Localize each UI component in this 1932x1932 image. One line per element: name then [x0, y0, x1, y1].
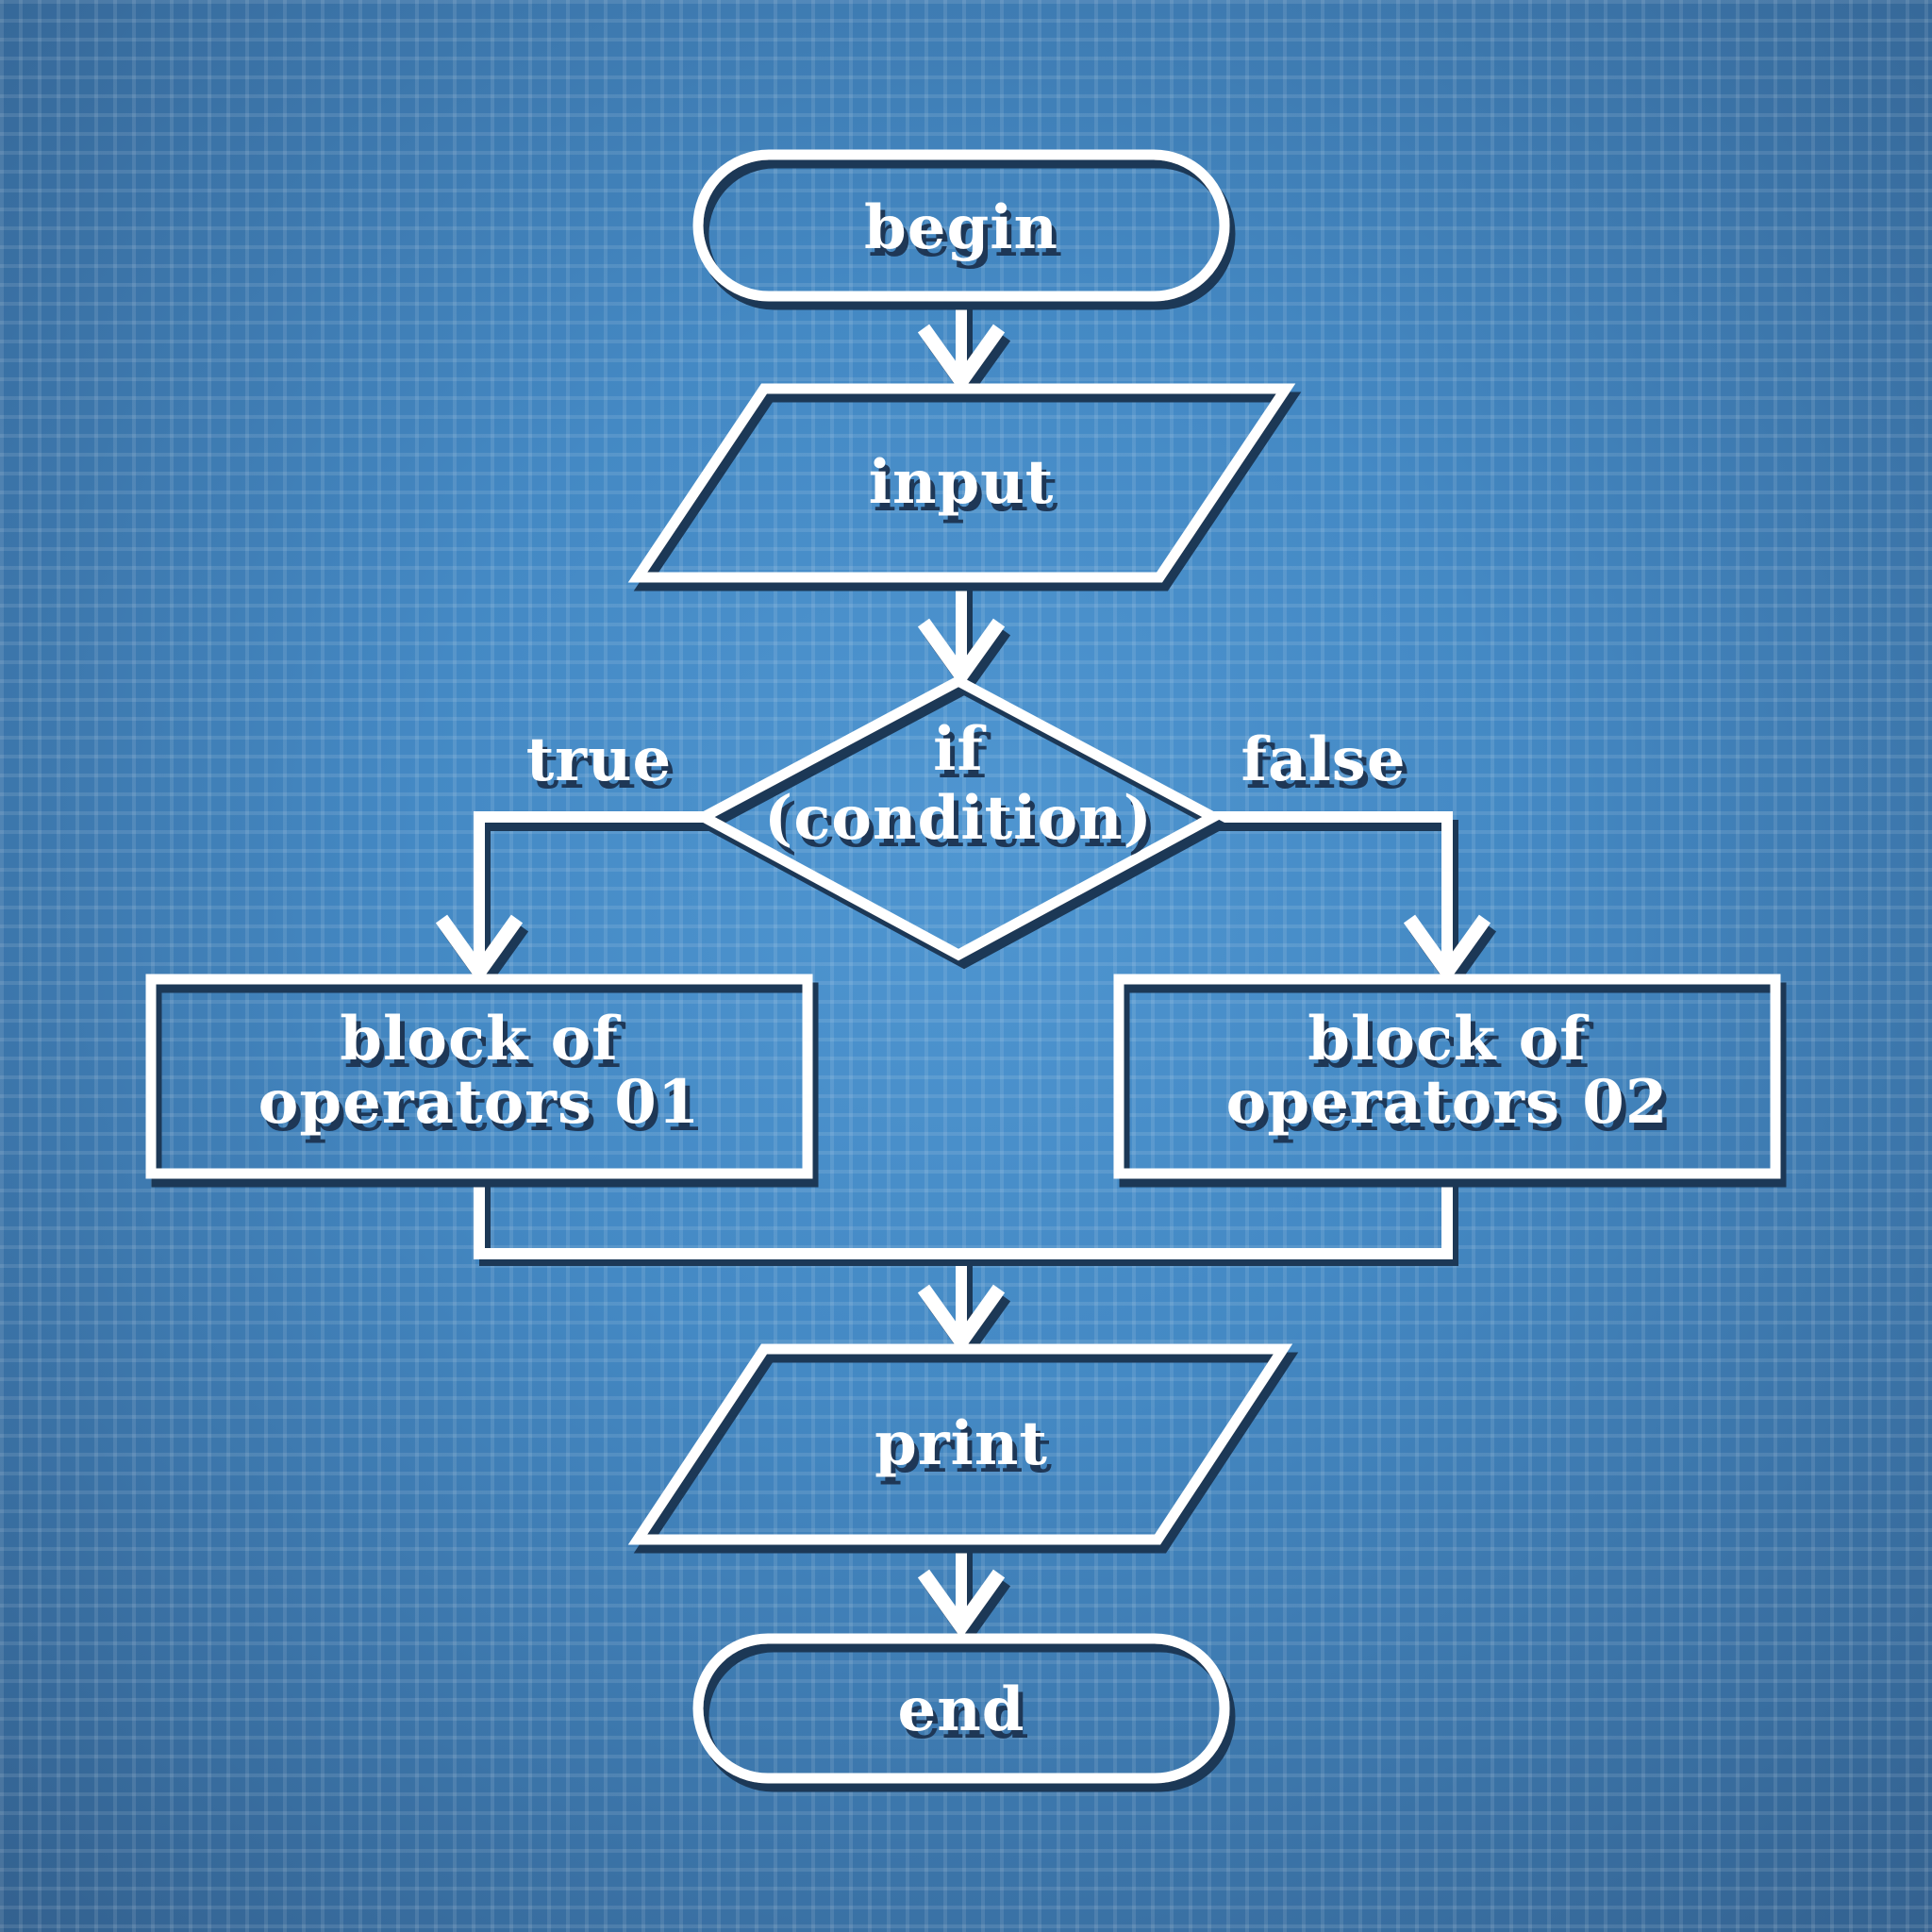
block01-node-label: block of operators 01 — [258, 1008, 701, 1134]
block01-label-line1: block of — [340, 1004, 619, 1074]
print-node-label: print — [874, 1408, 1048, 1479]
begin-node-label: begin — [863, 192, 1059, 263]
true-branch-label: true — [525, 724, 673, 795]
edge-merge-bracket — [474, 1174, 1453, 1259]
block01-node-shape — [145, 974, 813, 1179]
input-node-shape — [627, 383, 1296, 583]
block02-node-shape — [1113, 974, 1781, 1179]
condition-label-line1: if — [933, 714, 984, 785]
condition-label-line2: (condition) — [764, 783, 1153, 854]
block02-label-line2: operators 02 — [1225, 1067, 1669, 1138]
block01-label-line2: operators 01 — [258, 1067, 701, 1138]
end-node-label: end — [897, 1674, 1025, 1745]
print-node-shape — [627, 1343, 1293, 1545]
condition-node-shape — [692, 675, 1224, 961]
edge-print-to-end — [917, 1540, 1006, 1639]
condition-node-label: if (condition) — [764, 715, 1153, 853]
block02-node-label: block of operators 02 — [1226, 1008, 1669, 1134]
edge-input-to-condition — [917, 577, 1006, 688]
false-branch-label: false — [1241, 724, 1407, 795]
end-node-shape — [692, 1633, 1230, 1784]
edge-merge-to-print-arrow — [917, 1254, 1006, 1354]
block02-label-line1: block of — [1307, 1004, 1587, 1074]
input-node-label: input — [868, 447, 1055, 518]
edge-true-branch — [435, 811, 704, 984]
edge-false-branch — [1213, 811, 1491, 984]
edge-begin-to-input — [917, 296, 1006, 393]
begin-node-shape — [692, 149, 1230, 302]
